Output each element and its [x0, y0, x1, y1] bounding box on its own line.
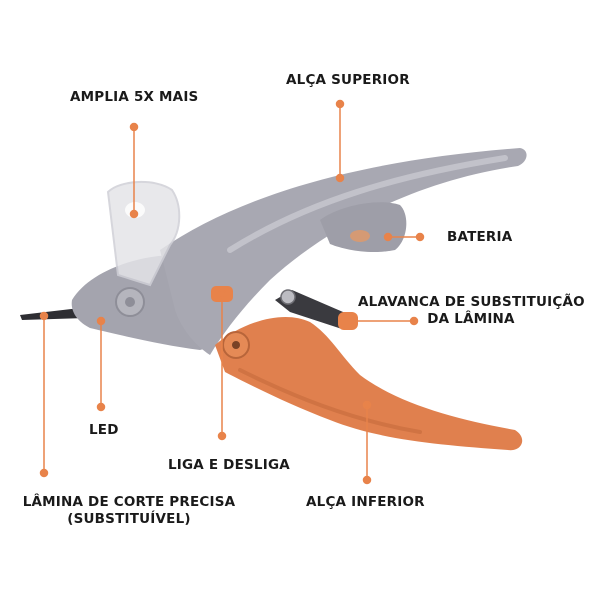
label-blade-lever-line1: ALAVANCA DE SUBSTITUIÇÃO	[358, 294, 585, 310]
label-blade-lever-line2: DA LÂMINA	[427, 311, 515, 327]
label-lower-handle: ALÇA INFERIOR	[306, 494, 425, 510]
upper-handle-shape	[160, 148, 527, 355]
upper-handle-highlight	[227, 155, 508, 253]
pivot-center	[125, 297, 135, 307]
label-power-switch: LIGA E DESLIGA	[168, 457, 290, 473]
label-led: LED	[89, 422, 119, 438]
callouts	[39, 99, 425, 485]
battery-cap	[350, 230, 370, 242]
label-blade: LÂMINA DE CORTE PRECISA (SUBSTITUÍVEL)	[16, 494, 242, 528]
label-magnifier: AMPLIA 5X MAIS	[70, 89, 199, 105]
label-blade-line2: (SUBSTITUÍVEL)	[67, 511, 191, 527]
label-battery: BATERIA	[447, 229, 513, 245]
lower-handle-shade	[238, 368, 422, 434]
lower-handle-shape	[215, 316, 523, 451]
label-blade-line1: LÂMINA DE CORTE PRECISA	[22, 494, 236, 510]
blade-shape	[20, 308, 86, 320]
label-blade-lever: ALAVANCA DE SUBSTITUIÇÃO DA LÂMINA	[358, 294, 585, 328]
lower-pivot-center	[232, 341, 240, 349]
lever-screw	[280, 289, 296, 305]
label-upper-handle: ALÇA SUPERIOR	[286, 72, 410, 88]
